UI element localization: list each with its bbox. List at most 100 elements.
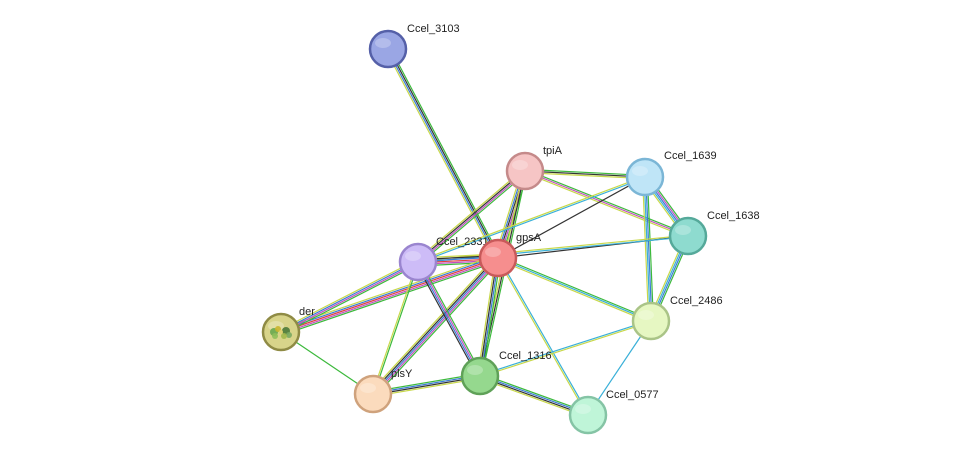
- node-highlight: [405, 251, 421, 261]
- edge-evidence-purple: [418, 171, 526, 264]
- edge-evidence-green: [419, 172, 527, 265]
- node-circle[interactable]: [625, 157, 665, 197]
- edge-evidence-yellow: [642, 177, 650, 322]
- node-label: Ccel_2331: [436, 236, 489, 248]
- edge-gpsA-plsY[interactable]: [370, 255, 501, 397]
- edge-evidence-blue: [645, 176, 653, 321]
- edge-evidence-black: [497, 176, 646, 259]
- node-highlight: [632, 166, 648, 176]
- node-highlight: [485, 247, 501, 257]
- edge-evidence-green: [646, 176, 654, 321]
- node-Ccel_1639[interactable]: Ccel_1639: [625, 150, 717, 197]
- edge-evidence-yellow: [385, 49, 497, 260]
- edge-evidence-yellow: [480, 321, 652, 378]
- node-tpiA[interactable]: tpiA: [505, 145, 563, 191]
- node-label: gpsA: [516, 232, 542, 244]
- node-highlight: [512, 160, 528, 170]
- node-Ccel_1316[interactable]: Ccel_1316: [460, 350, 552, 396]
- node-der[interactable]: der: [261, 306, 315, 352]
- edge-evidence-black: [371, 256, 498, 394]
- edge-evidence-green: [480, 373, 590, 414]
- edge-evidence-green: [281, 263, 420, 335]
- node-label: tpiA: [543, 145, 563, 157]
- node-Ccel_1638[interactable]: Ccel_1638: [668, 210, 760, 256]
- edge-evidence-yellow: [497, 258, 651, 324]
- edge-evidence-cyan: [498, 257, 590, 415]
- edge-gpsA-Ccel_1316[interactable]: [477, 257, 501, 377]
- node-circle[interactable]: [568, 395, 608, 435]
- node-circle[interactable]: [478, 238, 518, 278]
- edge-evidence-yellow: [370, 255, 497, 393]
- node-label: der: [299, 306, 315, 318]
- node-plsY[interactable]: plsY: [353, 368, 413, 414]
- edge-evidence-blue: [280, 255, 498, 332]
- node-Ccel_0577[interactable]: Ccel_0577: [568, 389, 659, 435]
- node-circle[interactable]: [505, 151, 545, 191]
- edge-tpiA-Ccel_1638[interactable]: [524, 168, 689, 239]
- node-Ccel_3103[interactable]: Ccel_3103: [368, 23, 460, 69]
- edge-evidence-black: [417, 169, 525, 262]
- edge-Ccel_1639-gpsA[interactable]: [497, 176, 646, 259]
- edge-evidence-black: [415, 262, 479, 378]
- edge-gpsA-Ccel_0577[interactable]: [496, 257, 590, 416]
- node-label: Ccel_1639: [664, 150, 717, 162]
- edge-evidence-green: [481, 258, 501, 377]
- edge-evidence-yellow: [416, 168, 524, 261]
- edge-evidence-purple: [418, 261, 482, 376]
- edge-evidence-yellow: [417, 175, 645, 262]
- node-highlight: [360, 383, 376, 393]
- node-gpsA[interactable]: gpsA: [478, 232, 542, 278]
- edge-evidence-green: [498, 255, 652, 321]
- node-highlight: [675, 225, 691, 235]
- edge-evidence-green: [419, 260, 483, 376]
- node-circle[interactable]: [460, 356, 500, 396]
- edge-Ccel_1639-Ccel_2486[interactable]: [642, 176, 654, 322]
- edge-evidence-black: [478, 257, 498, 376]
- node-label: Ccel_1638: [707, 210, 760, 222]
- protein-structure-icon: [270, 326, 292, 339]
- edge-evidence-blue: [386, 49, 498, 259]
- node-circle[interactable]: [631, 301, 671, 341]
- edge-evidence-green: [525, 168, 689, 236]
- node-label: plsY: [391, 368, 413, 380]
- node-label: Ccel_2486: [670, 295, 723, 307]
- edge-evidence-blue: [480, 258, 500, 377]
- edge-evidence-purple: [281, 258, 499, 335]
- edge-tpiA-Ccel_1639[interactable]: [524, 168, 646, 180]
- node-Ccel_2486[interactable]: Ccel_2486: [631, 295, 723, 341]
- node-label: Ccel_0577: [606, 389, 659, 401]
- edge-tpiA-Ccel_2331[interactable]: [416, 168, 527, 265]
- node-circle[interactable]: [368, 29, 408, 69]
- node-label: Ccel_3103: [407, 23, 460, 35]
- node-circle[interactable]: [353, 374, 393, 414]
- node-Ccel_2331[interactable]: Ccel_2331: [398, 236, 489, 282]
- edge-Ccel_1316-Ccel_2486[interactable]: [479, 319, 652, 378]
- edge-evidence-black: [388, 48, 500, 258]
- edge-evidence-purple: [281, 262, 419, 334]
- node-highlight: [638, 310, 654, 320]
- node-label: Ccel_1316: [499, 350, 552, 362]
- node-circle[interactable]: [398, 242, 438, 282]
- node-circle[interactable]: [668, 216, 708, 256]
- edge-evidence-blue: [280, 260, 418, 332]
- edge-evidence-cyan: [418, 177, 646, 264]
- edge-evidence-cyan: [643, 177, 651, 322]
- edge-evidence-green: [281, 260, 500, 336]
- edge-gpsA-Ccel_2486[interactable]: [497, 255, 652, 324]
- edge-Ccel_3103-gpsA[interactable]: [385, 47, 501, 260]
- edge-evidence-green: [389, 47, 501, 258]
- nodes-layer: Ccel_3103 tpiA Ccel_1639Ccel_1638Ccel_2331…: [261, 23, 760, 435]
- node-highlight: [467, 365, 483, 375]
- node-highlight: [575, 404, 591, 414]
- edge-evidence-yellow: [477, 257, 497, 376]
- edge-Ccel_1639-Ccel_2331[interactable]: [417, 175, 646, 264]
- edge-Ccel_2331-plsY[interactable]: [371, 261, 420, 395]
- edge-Ccel_2331-der[interactable]: [279, 259, 420, 335]
- edge-evidence-yellow: [279, 259, 418, 331]
- edge-evidence-black: [524, 170, 646, 178]
- edge-evidence-blue: [372, 257, 499, 395]
- edge-evidence-purple: [524, 170, 689, 237]
- edge-Ccel_2331-Ccel_1316[interactable]: [415, 260, 483, 378]
- edge-evidence-red: [280, 257, 499, 333]
